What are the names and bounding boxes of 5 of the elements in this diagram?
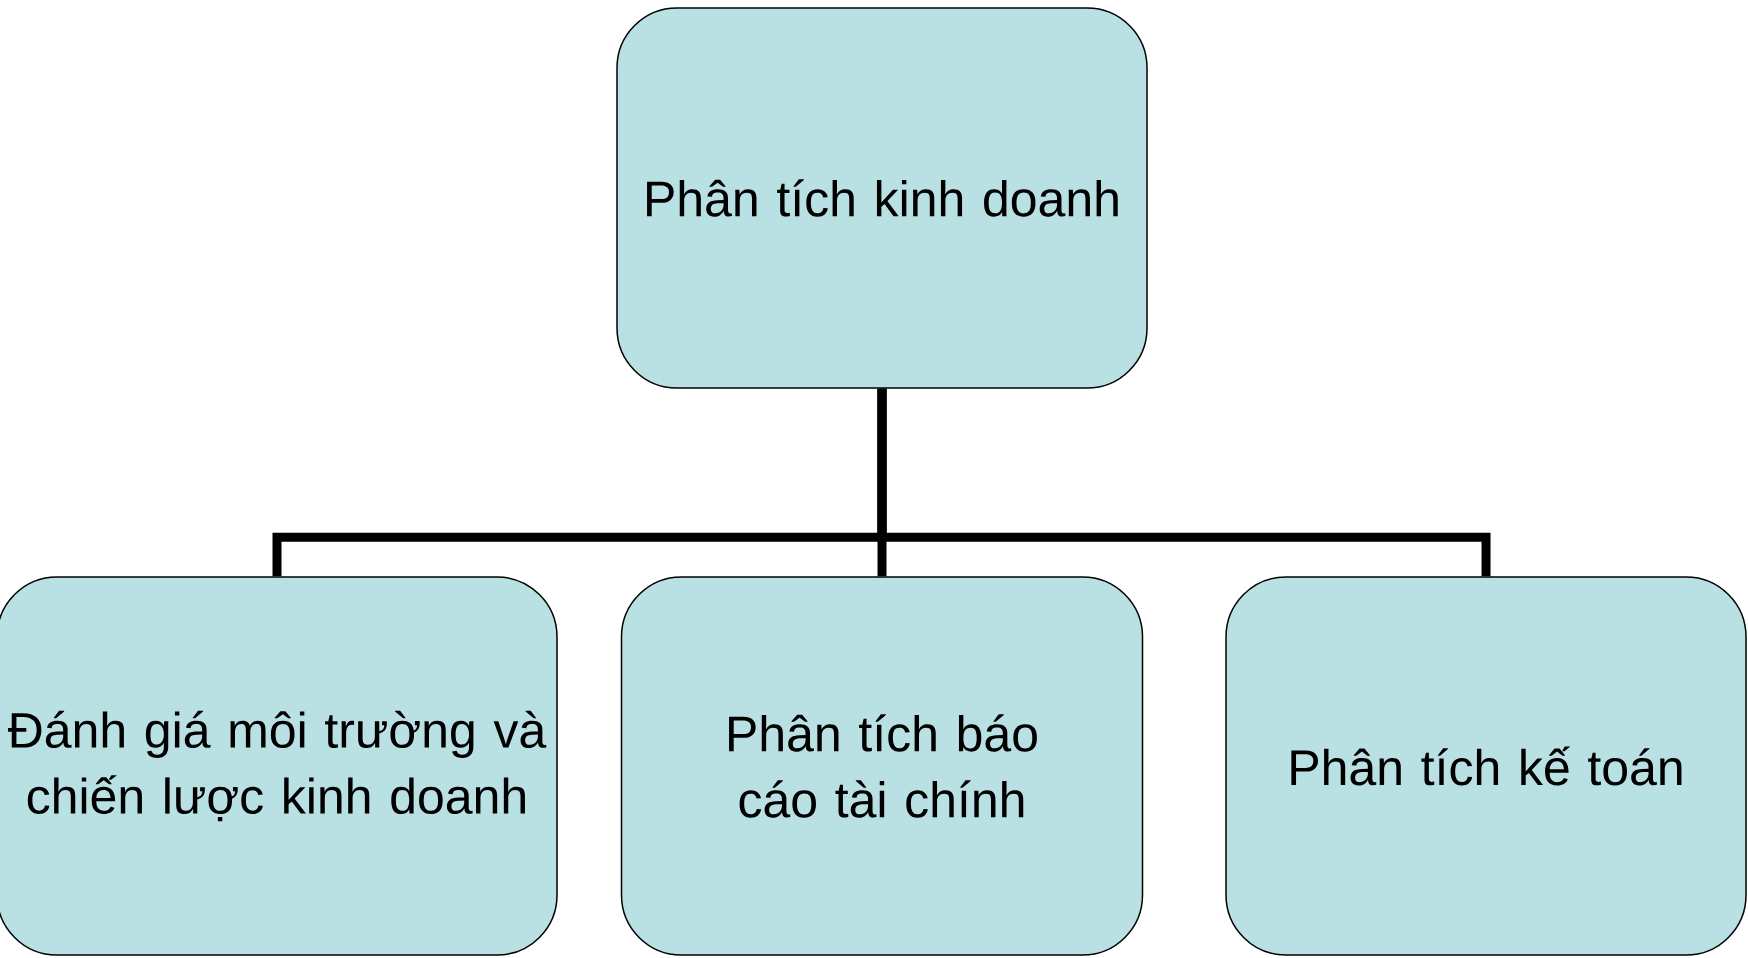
- process-box: Đánh giá môi trường và chiến lược kinh doanh: [0, 576, 558, 956]
- process-box: Phân tích báo cáo tài chính: [620, 576, 1144, 956]
- connector-line: [877, 388, 1491, 577]
- process-box: Phân tích kế toán: [1225, 576, 1747, 956]
- process-box: Phân tích kinh doanh: [616, 7, 1148, 389]
